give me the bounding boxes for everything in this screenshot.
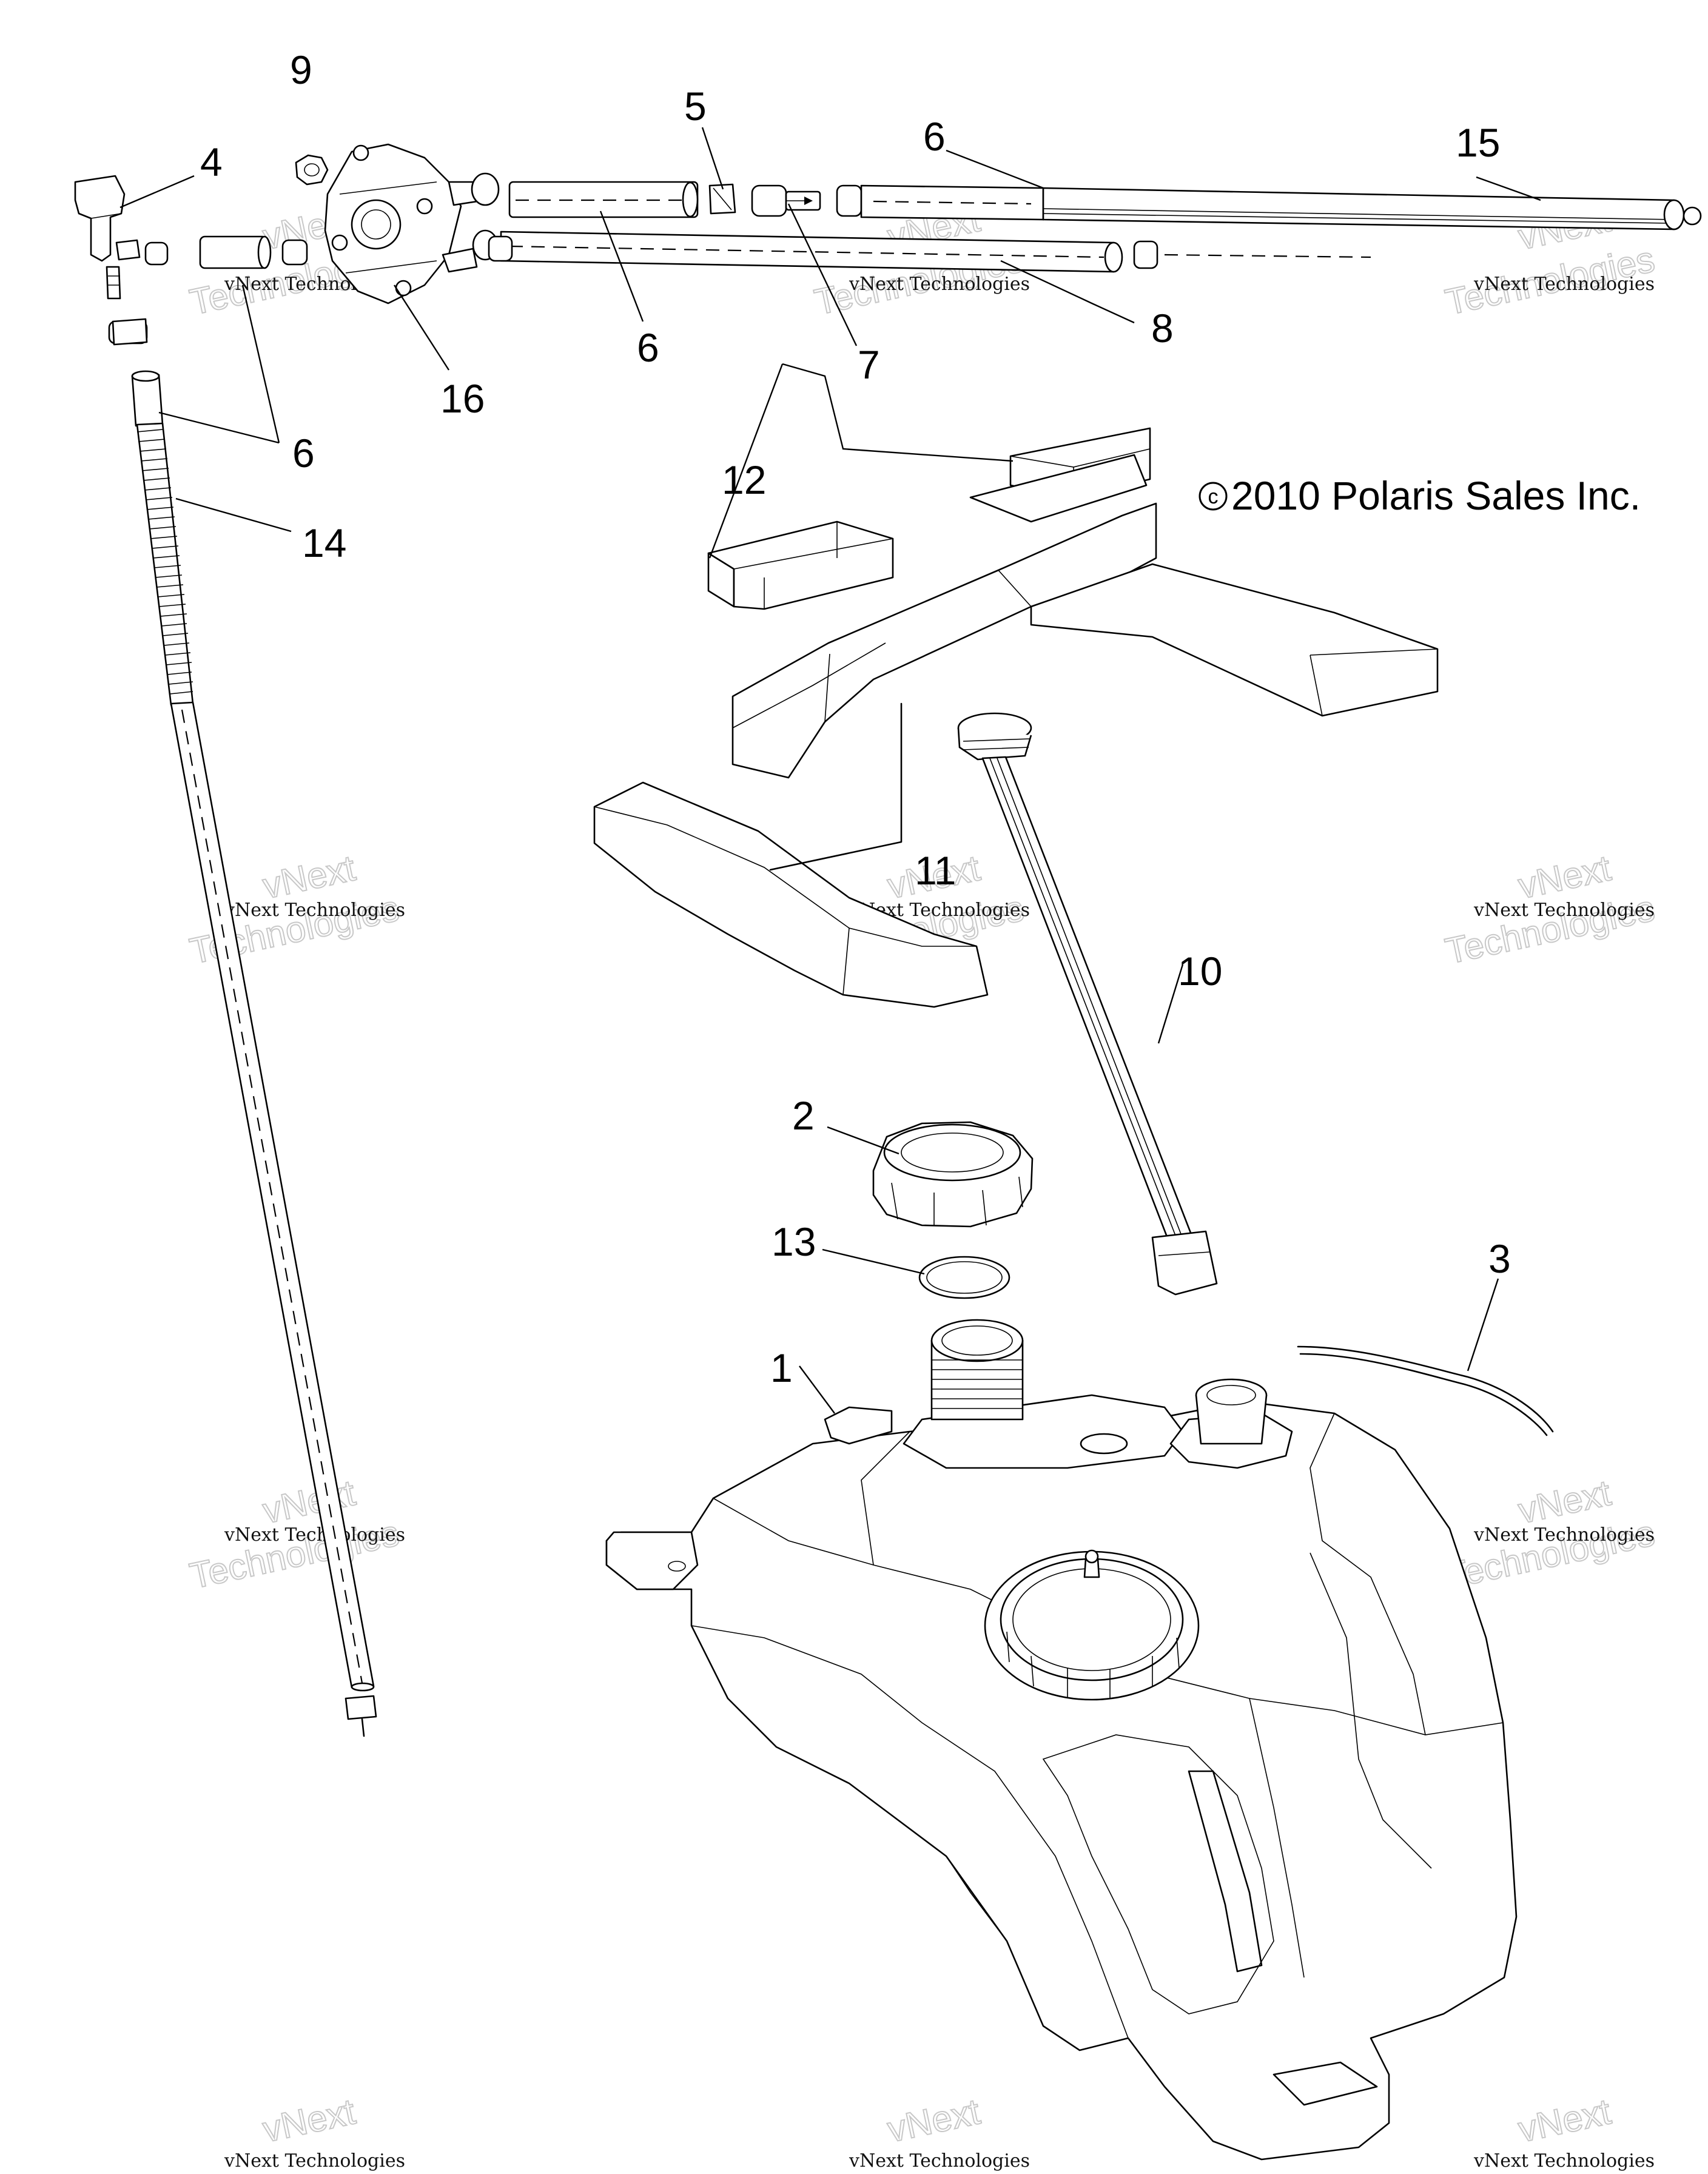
part-13-o-ring <box>918 1256 1010 1299</box>
callout-12: 12 <box>722 457 766 502</box>
watermark-text: vNext Technologies <box>224 1524 405 1546</box>
part-1-fuel-tank <box>605 1319 1518 2161</box>
part-11-foam-bracket <box>593 454 1439 1008</box>
callout-6: 6 <box>637 325 659 370</box>
watermark: vNext <box>1514 2090 1615 2150</box>
part-2-gas-cap <box>872 1121 1034 1228</box>
clamp <box>144 241 169 266</box>
callout-10: 10 <box>1178 949 1222 994</box>
callout-16: 16 <box>440 376 485 421</box>
hose-15 <box>1042 187 1675 231</box>
callout-1: 1 <box>770 1345 793 1390</box>
watermark-text: vNext Technologies <box>224 2150 405 2172</box>
callout-14: 14 <box>302 520 346 565</box>
copyright-symbol-letter: c <box>1208 485 1219 508</box>
leader-lines <box>119 127 1541 1414</box>
part-9-nut <box>295 154 329 186</box>
callout-6: 6 <box>923 114 946 159</box>
callout-8: 8 <box>1151 306 1174 351</box>
callout-2: 2 <box>792 1093 815 1138</box>
watermark-text: vNext Technologies <box>1473 2150 1655 2172</box>
svg-text:vNext: vNext <box>1515 1472 1614 1531</box>
watermark-text: vNext Technologies <box>224 900 405 921</box>
copyright-text: 2010 Polaris Sales Inc. <box>1231 473 1641 518</box>
hose-8 <box>500 231 1115 273</box>
part-5-clamp <box>708 183 736 215</box>
svg-text:vNext: vNext <box>259 2091 358 2150</box>
callout-7: 7 <box>858 342 880 387</box>
svg-text:vNext: vNext <box>1515 2091 1614 2150</box>
copyright-symbol-icon <box>1199 482 1228 511</box>
part-16-fuel-valve <box>324 143 486 305</box>
watermark-text: vNext Technologies <box>1473 1524 1655 1546</box>
callouts: 9 4 5 6 15 6 7 8 16 6 14 12 11 10 2 13 3… <box>200 47 1511 1390</box>
callout-15: 15 <box>1456 120 1500 165</box>
watermark-text: vNext Technologies <box>849 274 1030 295</box>
callout-9: 9 <box>290 47 312 92</box>
part-4-fitting <box>74 175 141 300</box>
part-14-vent-hose <box>112 318 377 1737</box>
callout-11: 11 <box>915 848 957 893</box>
callout-4: 4 <box>200 140 223 184</box>
fuel-line-assembly <box>74 143 1702 345</box>
callout-5: 5 <box>684 84 707 129</box>
callout-13: 13 <box>772 1219 816 1264</box>
svg-text:vNext: vNext <box>259 847 358 906</box>
watermark-text: vNext Technologies <box>849 2150 1030 2172</box>
svg-text:vNext: vNext <box>1515 847 1614 906</box>
callout-3: 3 <box>1488 1236 1511 1281</box>
svg-text:vNext: vNext <box>884 2091 983 2150</box>
watermark: vNext <box>258 2090 359 2150</box>
watermark-text: vNext Technologies <box>1473 274 1655 295</box>
hose-6-short <box>199 235 268 269</box>
hose-6-right <box>860 184 1044 221</box>
part-10-fuel-sender <box>957 712 1218 1296</box>
part-7-filter <box>751 184 821 217</box>
part-3-vent-line <box>1297 1345 1554 1436</box>
watermark: vNext <box>883 2090 984 2150</box>
watermark-text: vNext Technologies <box>1473 900 1655 921</box>
copyright-notice: c 2010 Polaris Sales Inc. <box>1199 473 1641 518</box>
callout-6: 6 <box>292 431 315 476</box>
